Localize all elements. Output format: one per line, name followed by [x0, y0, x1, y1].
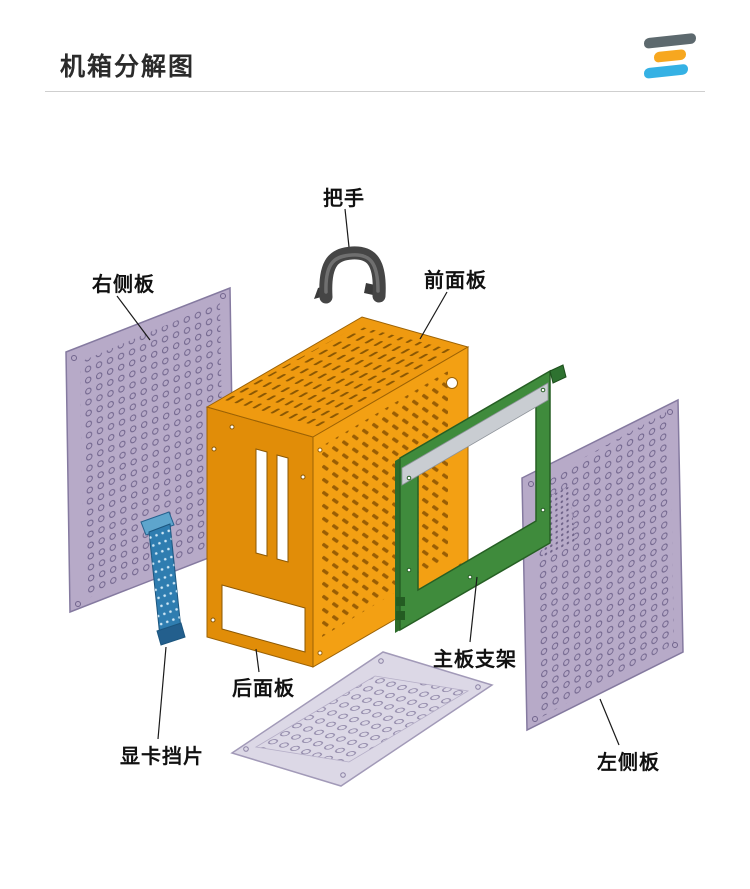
part-right-side-panel [65, 286, 235, 614]
bottom-panel-perforation [254, 675, 470, 763]
leader-right-panel [116, 295, 151, 341]
leader-gpu-bracket [157, 646, 167, 740]
back-panel-slot-cutout [276, 454, 289, 563]
handle-highlight [324, 253, 380, 294]
front-panel-hole [446, 377, 458, 389]
back-panel-slot-cutout [255, 448, 268, 557]
part-motherboard-tray [395, 364, 567, 633]
page-title: 机箱分解图 [60, 53, 196, 81]
logo-bar-top [644, 33, 696, 49]
part-chassis [205, 316, 470, 668]
brand-logo [644, 33, 696, 79]
tray-standoff [396, 597, 405, 606]
gpu-bracket-top-tab [140, 511, 175, 536]
gpu-bracket-foot [156, 622, 186, 646]
header-divider [45, 91, 705, 92]
back-panel-io-cutout [221, 584, 306, 653]
label-left-side-panel: 左侧板 [597, 752, 660, 774]
back-panel-screw-holes [210, 424, 306, 623]
part-back-panel [206, 406, 314, 668]
logo-bar-middle [654, 49, 686, 63]
leader-back-panel [255, 648, 260, 673]
tray-top-flange [549, 364, 567, 384]
leader-front-panel [419, 291, 448, 340]
label-gpu-bracket: 显卡挡片 [120, 746, 204, 768]
bottom-panel-screw-holes [243, 658, 481, 778]
tray-screw-holes [406, 387, 546, 580]
label-front-panel: 前面板 [424, 270, 487, 292]
tray-left-edge [395, 458, 400, 633]
part-bottom-panel [230, 651, 494, 787]
part-handle [314, 246, 386, 304]
tray-standoff [396, 611, 405, 620]
left-panel-perforation [536, 410, 674, 718]
label-back-panel: 后面板 [232, 678, 295, 700]
part-gpu-bracket [140, 511, 186, 646]
leader-handle [344, 208, 350, 248]
label-right-side-panel: 右侧板 [92, 274, 155, 296]
right-panel-perforation [80, 302, 224, 600]
top-panel-vents [218, 326, 456, 427]
left-panel-screw-holes [528, 409, 678, 722]
logo-bar-bottom [644, 64, 688, 79]
label-handle: 把手 [323, 188, 365, 210]
leader-lines [116, 208, 620, 746]
label-motherboard-tray: 主板支架 [433, 649, 517, 671]
leader-tray [469, 576, 478, 643]
leader-left-panel [599, 698, 620, 746]
tray-cross-rail [401, 382, 549, 486]
gpu-bracket-perforation [149, 524, 181, 637]
